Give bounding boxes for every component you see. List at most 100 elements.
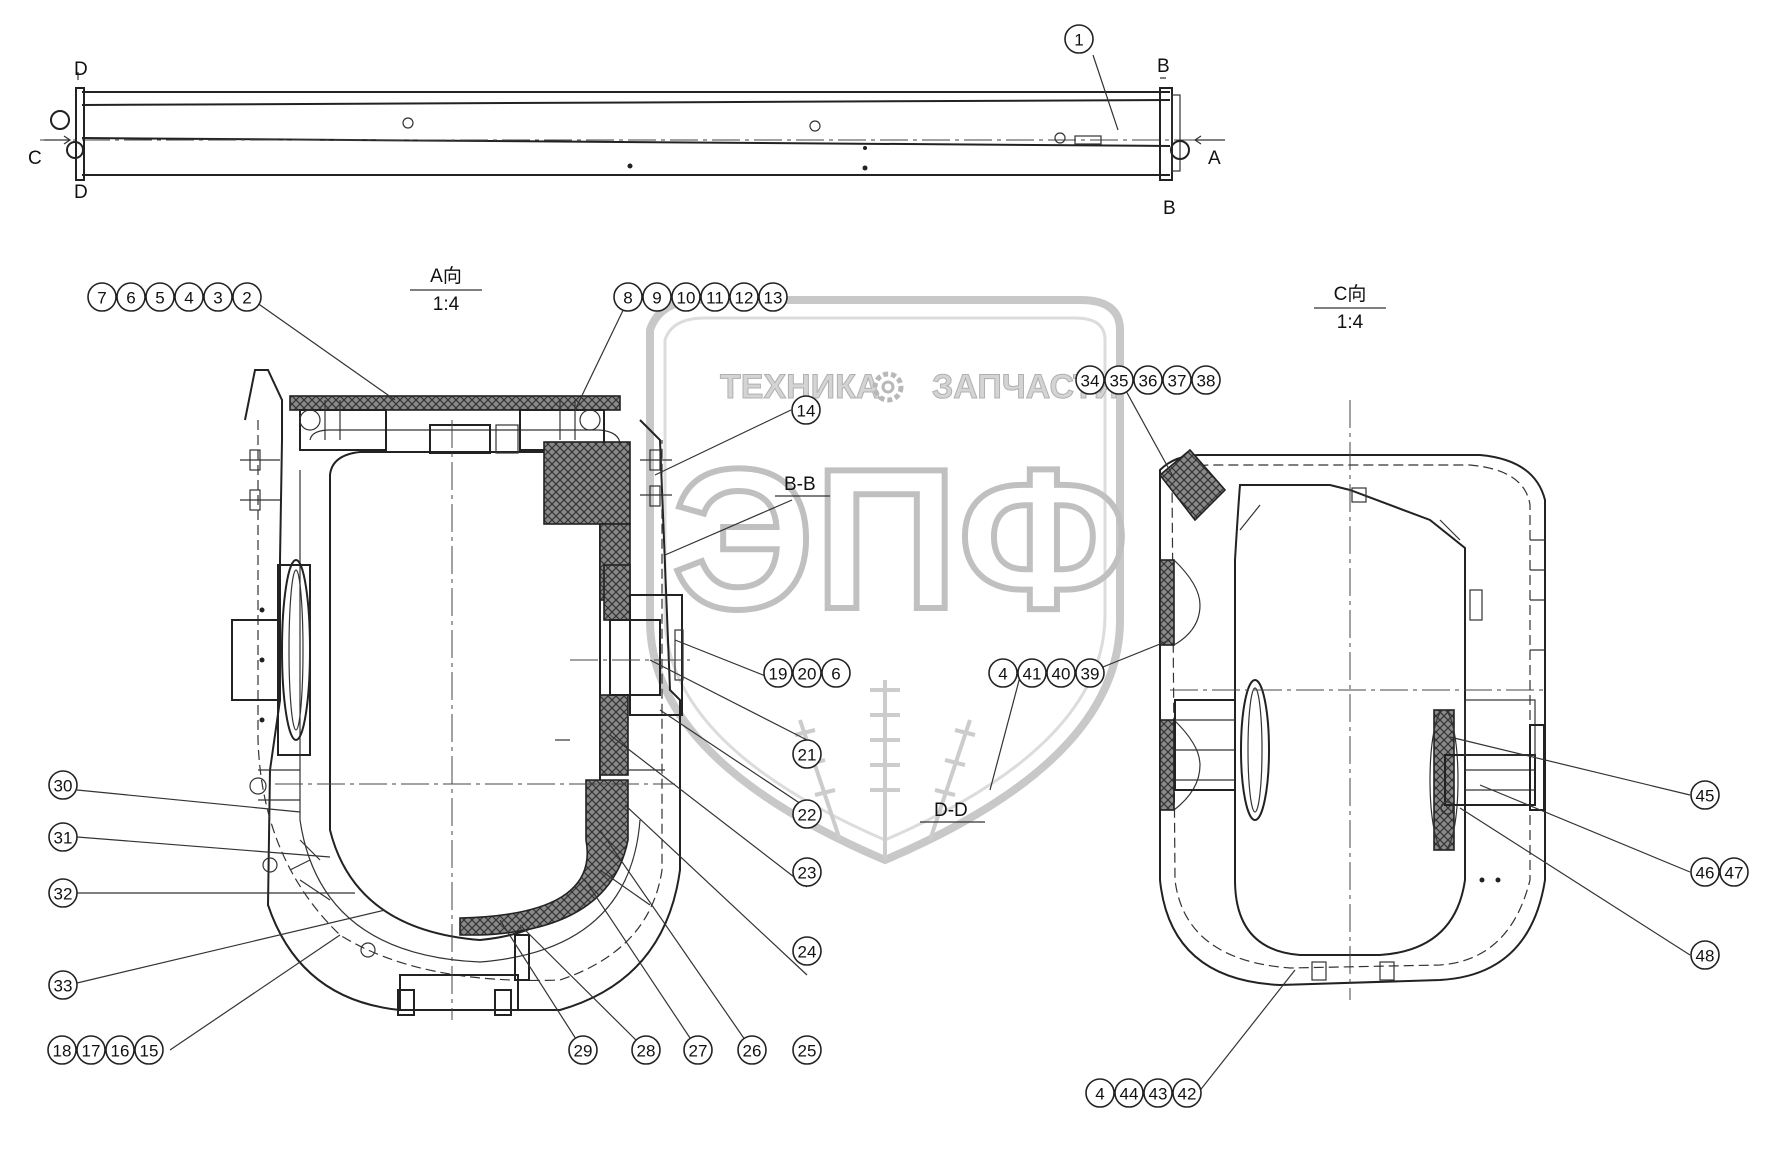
section-mark-b-top: B — [1157, 56, 1170, 77]
callout-number: 37 — [1168, 372, 1187, 391]
callout-number: 25 — [798, 1042, 817, 1061]
callout-number: 47 — [1725, 864, 1744, 883]
section-mark-d-bottom: D — [74, 182, 88, 203]
callout-bubble: 48 — [1690, 940, 1720, 970]
callout-bubble: 6 — [116, 282, 146, 312]
callout-bubble: 27 — [683, 1035, 713, 1065]
callout-number: 4 — [184, 289, 193, 308]
callout-number: 36 — [1139, 372, 1158, 391]
callout-bubble: 16 — [105, 1035, 135, 1065]
callout-bubble: 39 — [1075, 658, 1105, 688]
callout-bubble: 23 — [792, 857, 822, 887]
watermark-logo: ЭПФ — [672, 428, 1129, 651]
callout-number: 4 — [998, 665, 1007, 684]
callout-bubble: 24 — [792, 936, 822, 966]
callout-bubble: 20 — [792, 658, 822, 688]
callout-number: 1 — [1074, 31, 1083, 50]
callout-number: 22 — [798, 806, 817, 825]
callout-number: 46 — [1696, 864, 1715, 883]
callout-bubble: 29 — [568, 1035, 598, 1065]
callout-number: 10 — [677, 289, 696, 308]
callout-number: 44 — [1120, 1085, 1139, 1104]
callout-number: 45 — [1696, 787, 1715, 806]
leader-lines — [76, 54, 1691, 1094]
callout-number: 39 — [1081, 665, 1100, 684]
callout-number: 20 — [798, 665, 817, 684]
callout-bubble: 4 — [988, 658, 1018, 688]
callout-number: 8 — [623, 289, 632, 308]
callout-bubble: 36 — [1133, 365, 1163, 395]
section-label-dd: D-D — [934, 800, 968, 821]
callout-bubble: 13 — [758, 282, 788, 312]
view-title-c: C向 — [1334, 283, 1367, 305]
view-scale-a: 1:4 — [433, 294, 460, 315]
callout-bubble: 19 — [763, 658, 793, 688]
callout-number: 31 — [54, 829, 73, 848]
callout-number: 17 — [82, 1042, 101, 1061]
callout-number: 28 — [637, 1042, 656, 1061]
callout-number: 41 — [1023, 665, 1042, 684]
callout-bubble: 18 — [47, 1035, 77, 1065]
view-scale-c: 1:4 — [1337, 312, 1364, 333]
callout-bubble: 17 — [76, 1035, 106, 1065]
callout-number: 6 — [126, 289, 135, 308]
callout-bubble: 8 — [613, 282, 643, 312]
callout-number: 7 — [97, 289, 106, 308]
callout-bubble: 43 — [1143, 1078, 1173, 1108]
callout-number: 34 — [1081, 372, 1100, 391]
callout-number: 23 — [798, 864, 817, 883]
callout-bubble: 22 — [792, 799, 822, 829]
callout-number: 42 — [1178, 1085, 1197, 1104]
callout-bubble: 11 — [700, 282, 730, 312]
callout-bubble: 44 — [1114, 1078, 1144, 1108]
a-view-section — [231, 369, 690, 1020]
callout-bubble: 7 — [87, 282, 117, 312]
view-arrow-c: C — [28, 148, 42, 169]
callout-number: 30 — [54, 777, 73, 796]
callout-bubble: 9 — [642, 282, 672, 312]
callout-number: 40 — [1052, 665, 1071, 684]
callout-number: 15 — [140, 1042, 159, 1061]
callout-bubble: 35 — [1104, 365, 1134, 395]
callout-bubble: 21 — [792, 739, 822, 769]
callout-bubble: 28 — [631, 1035, 661, 1065]
callout-number: 16 — [111, 1042, 130, 1061]
callout-bubble: 31 — [48, 822, 78, 852]
callout-bubble: 32 — [48, 878, 78, 908]
callout-number: 48 — [1696, 947, 1715, 966]
callout-number: 5 — [155, 289, 164, 308]
callout-bubble: 14 — [791, 395, 821, 425]
callout-number: 21 — [798, 746, 817, 765]
callout-number: 4 — [1095, 1085, 1104, 1104]
callout-bubble: 37 — [1162, 365, 1192, 395]
callout-number: 13 — [764, 289, 783, 308]
callout-bubble: 15 — [134, 1035, 164, 1065]
callout-bubble: 38 — [1191, 365, 1221, 395]
section-label-bb: B-B — [784, 474, 816, 495]
callout-bubble: 2 — [232, 282, 262, 312]
callout-number: 33 — [54, 977, 73, 996]
callout-number: 11 — [706, 289, 724, 308]
callout-bubble: 41 — [1017, 658, 1047, 688]
callout-bubble: 1 — [1064, 24, 1094, 54]
callout-number: 2 — [242, 289, 251, 308]
callout-number: 12 — [735, 289, 754, 308]
callout-bubble: 45 — [1690, 780, 1720, 810]
callout-bubble: 30 — [48, 770, 78, 800]
callout-number: 32 — [54, 885, 73, 904]
callout-number: 3 — [213, 289, 222, 308]
callout-bubble: 6 — [821, 658, 851, 688]
callout-bubble: 4 — [1085, 1078, 1115, 1108]
callout-bubble: 47 — [1719, 857, 1749, 887]
callout-number: 38 — [1197, 372, 1216, 391]
callout-number: 26 — [743, 1042, 762, 1061]
callout-number: 29 — [574, 1042, 593, 1061]
callout-number: 6 — [831, 665, 840, 684]
callout-bubble: 10 — [671, 282, 701, 312]
callout-number: 14 — [797, 402, 816, 421]
callout-bubble: 3 — [203, 282, 233, 312]
watermark-text-left: ТЕХНИКА — [720, 368, 880, 406]
view-title-a: A向 — [430, 265, 462, 287]
